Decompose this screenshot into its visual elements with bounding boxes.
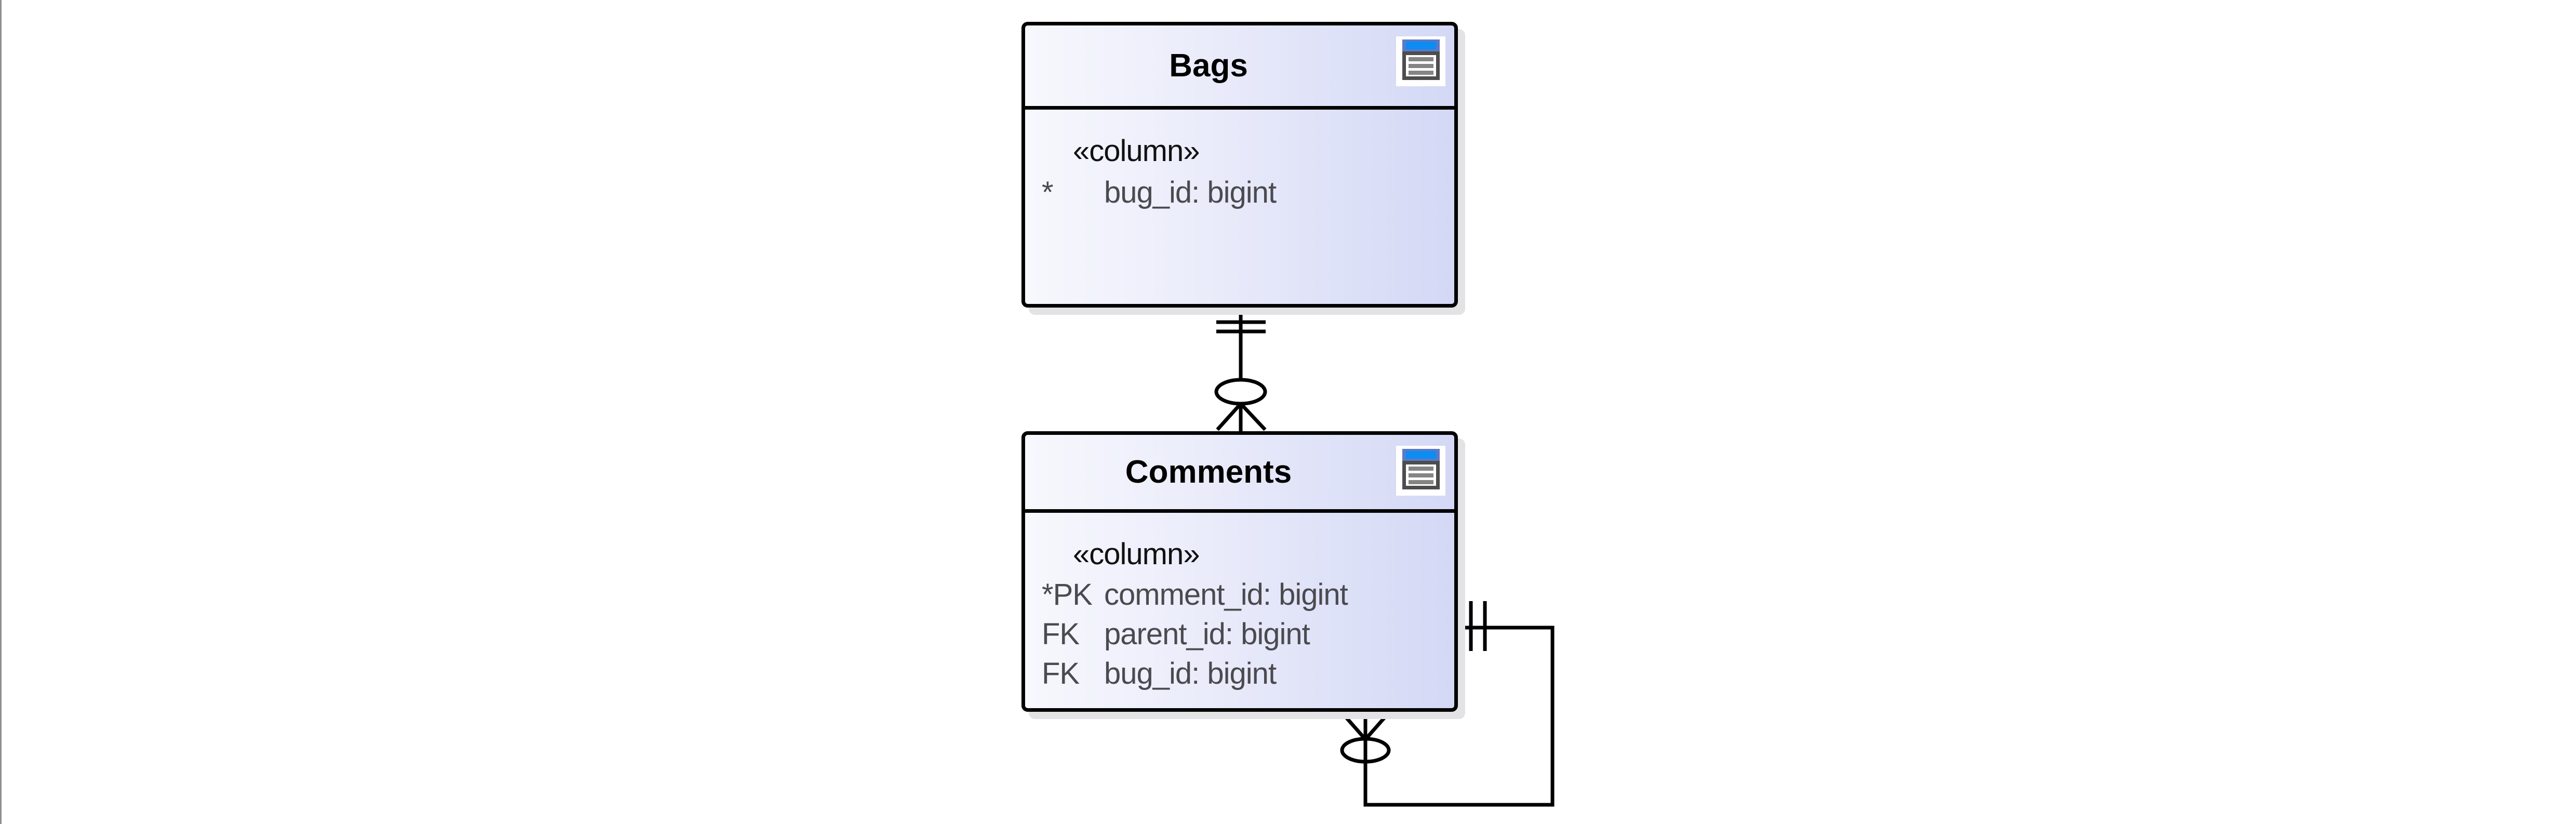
entity-body: «column» * bug_id: bigint: [1025, 110, 1454, 214]
column-key: *: [1042, 176, 1054, 209]
stereotype-label: «column»: [1073, 134, 1200, 168]
column-row: FK parent_id: bigint: [1025, 615, 1454, 654]
relationship-bags-comments[interactable]: [1214, 307, 1267, 431]
table-icon: [1396, 446, 1445, 496]
entity-title: Bags: [1169, 48, 1248, 84]
column-row: * bug_id: bigint: [1025, 172, 1454, 214]
entity-title: Comments: [1125, 454, 1292, 490]
icon-text-lines: [1402, 51, 1440, 80]
panel-left-border: [0, 0, 2, 824]
zero-or-many-crow-foot-icon: [1214, 378, 1267, 431]
column-name: bug_id: bigint: [1104, 657, 1277, 690]
entity-header: Bags: [1025, 25, 1454, 110]
icon-text-lines: [1402, 461, 1440, 489]
entity-comments[interactable]: Comments «column» *PK comment_id: bigint…: [1021, 431, 1458, 712]
icon-titlebar: [1402, 449, 1440, 461]
column-name: bug_id: bigint: [1104, 176, 1277, 209]
entity-body: «column» *PK comment_id: bigint FK paren…: [1025, 513, 1454, 694]
stereotype-label: «column»: [1073, 537, 1200, 571]
entity-header: Comments: [1025, 435, 1454, 513]
column-row: FK bug_id: bigint: [1025, 654, 1454, 694]
one-and-only-one-tick-marks-icon: [1216, 320, 1266, 334]
column-row: *PK comment_id: bigint: [1025, 575, 1454, 615]
entity-bags[interactable]: Bags «column» * bug_id: bigint: [1021, 22, 1458, 308]
icon-titlebar: [1402, 39, 1440, 51]
column-name: comment_id: bigint: [1104, 578, 1348, 612]
column-key: FK: [1042, 617, 1080, 651]
column-key: *PK: [1042, 578, 1093, 612]
icon-titlebar-highlight: [1405, 42, 1436, 49]
one-and-only-one-tick-marks-icon: [1469, 601, 1487, 651]
relationship-line: [1363, 626, 1555, 807]
icon-titlebar-highlight: [1405, 451, 1436, 459]
zero-or-many-crow-foot-icon: [1340, 711, 1391, 764]
column-key: FK: [1042, 657, 1080, 690]
relationship-comments-self[interactable]: [1340, 601, 1555, 807]
column-name: parent_id: bigint: [1104, 617, 1310, 651]
table-icon: [1396, 36, 1445, 86]
